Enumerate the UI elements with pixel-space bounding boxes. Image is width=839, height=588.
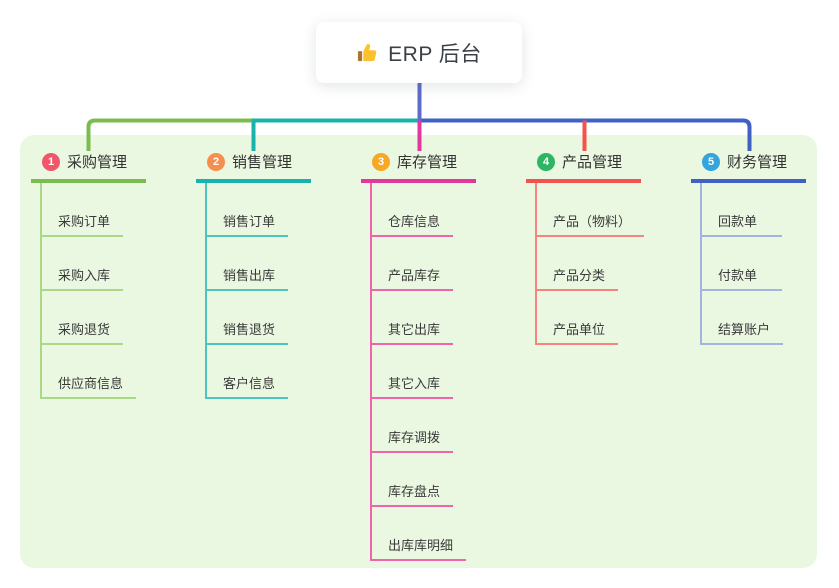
branch-children-group: 仓库信息产品库存其它出库其它入库库存调拨库存盘点出库库明细	[370, 183, 476, 561]
child-node-label: 结算账户	[718, 322, 771, 337]
mindmap-node[interactable]: 产品分类	[537, 237, 619, 291]
child-node-label: 其它入库	[388, 376, 441, 391]
branch-number-badge: 1	[42, 152, 60, 171]
mindmap-node[interactable]: 其它出库	[372, 291, 454, 345]
branch-head-node-4[interactable]: 4 产品管理	[526, 148, 641, 183]
mindmap-node[interactable]: 仓库信息	[372, 183, 454, 237]
child-node-label: 销售退货	[223, 322, 276, 337]
mindmap-node[interactable]: 回款单	[702, 183, 782, 237]
child-node-label: 采购入库	[58, 268, 111, 283]
mindmap-node[interactable]: 销售订单	[207, 183, 289, 237]
branch-title-label: 采购管理	[67, 154, 128, 171]
branches-background-panel	[20, 135, 817, 568]
child-node-label: 库存盘点	[388, 484, 441, 499]
mindmap-node[interactable]: 采购订单	[42, 183, 124, 237]
branch-children-group: 产品（物料） 产品分类产品单位	[535, 183, 645, 345]
branch-column-3: 3 库存管理 仓库信息产品库存其它出库其它入库库存调拨库存盘点出库库明细	[361, 148, 476, 561]
child-node-label: 销售订单	[223, 214, 276, 229]
branch-children-group: 采购订单采购入库采购退货供应商信息	[40, 183, 146, 399]
branch-head-node-5[interactable]: 5 财务管理	[691, 148, 806, 183]
child-node-label: 回款单	[718, 214, 758, 229]
branch-title-label: 产品管理	[562, 154, 623, 171]
branch-title-label: 销售管理	[232, 154, 293, 171]
branch-number-badge: 2	[207, 152, 225, 171]
child-node-label: 仓库信息	[388, 214, 441, 229]
child-node-label: 产品库存	[388, 268, 441, 283]
mindmap-node[interactable]: 采购入库	[42, 237, 124, 291]
child-node-label: 销售出库	[223, 268, 276, 283]
mindmap-node[interactable]: 产品单位	[537, 291, 619, 345]
mindmap-node[interactable]: 库存盘点	[372, 453, 454, 507]
child-node-label: 产品单位	[553, 322, 606, 337]
branch-head-node-3[interactable]: 3 库存管理	[361, 148, 476, 183]
branch-children-group: 回款单付款单结算账户	[700, 183, 806, 345]
branch-children-group: 销售订单销售出库销售退货客户信息	[205, 183, 311, 399]
branch-head-node-2[interactable]: 2 销售管理	[196, 148, 311, 183]
mindmap-node[interactable]: 客户信息	[207, 345, 289, 399]
mindmap-node[interactable]: 结算账户	[702, 291, 784, 345]
root-node-erp[interactable]: ERP 后台	[316, 22, 522, 83]
branch-column-4: 4 产品管理 产品（物料） 产品分类产品单位	[526, 148, 645, 345]
mindmap-node[interactable]: 出库库明细	[372, 507, 467, 561]
branch-column-1: 1 采购管理 采购订单采购入库采购退货供应商信息	[31, 148, 146, 399]
mindmap-node[interactable]: 付款单	[702, 237, 782, 291]
mindmap-node[interactable]: 供应商信息	[42, 345, 137, 399]
mindmap-node[interactable]: 库存调拨	[372, 399, 454, 453]
child-node-label: 产品（物料）	[553, 214, 632, 229]
child-node-label: 采购退货	[58, 322, 111, 337]
branch-number-badge: 3	[372, 152, 390, 171]
child-node-label: 库存调拨	[388, 430, 441, 445]
mindmap-node[interactable]: 产品库存	[372, 237, 454, 291]
child-node-label: 出库库明细	[388, 538, 454, 553]
child-node-label: 供应商信息	[58, 376, 124, 391]
branch-head-node-1[interactable]: 1 采购管理	[31, 148, 146, 183]
branch-title-label: 库存管理	[397, 154, 458, 171]
mindmap-node[interactable]: 产品（物料）	[537, 183, 645, 237]
child-node-label: 采购订单	[58, 214, 111, 229]
child-node-label: 客户信息	[223, 376, 276, 391]
child-node-label: 付款单	[718, 268, 758, 283]
mindmap-node[interactable]: 销售退货	[207, 291, 289, 345]
thumbs-up-icon	[356, 41, 379, 64]
child-node-label: 其它出库	[388, 322, 441, 337]
mindmap-node[interactable]: 采购退货	[42, 291, 124, 345]
root-node-label: ERP 后台	[388, 42, 482, 66]
branch-title-label: 财务管理	[727, 154, 788, 171]
branch-number-badge: 5	[702, 152, 720, 171]
branch-column-5: 5 财务管理 回款单付款单结算账户	[691, 148, 806, 345]
mindmap-node[interactable]: 销售出库	[207, 237, 289, 291]
branch-column-2: 2 销售管理 销售订单销售出库销售退货客户信息	[196, 148, 311, 399]
branch-number-badge: 4	[537, 152, 555, 171]
mindmap-node[interactable]: 其它入库	[372, 345, 454, 399]
child-node-label: 产品分类	[553, 268, 606, 283]
